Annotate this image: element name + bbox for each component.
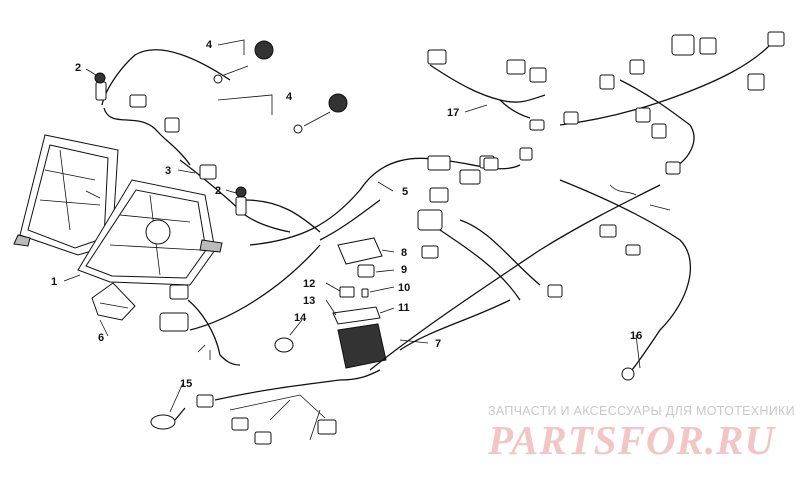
callout-2-lower: 2 [215,185,221,197]
fuse-holder-13 [332,306,381,325]
callout-4-upper: 4 [206,39,213,51]
callout-1: 1 [51,276,57,288]
callout-3: 3 [165,165,171,177]
relay-cover [337,237,383,265]
bulb-socket-2a [95,81,107,101]
connector-block-left [159,312,189,332]
callout-10: 10 [398,282,410,294]
headlight-right [77,179,223,286]
headlight-left [13,134,119,256]
watermark-logo: PARTSFOR.RU [488,417,776,463]
callout-5: 5 [402,186,408,198]
relay-12 [339,286,355,298]
callout-leaders [63,39,641,413]
callout-6: 6 [98,332,104,344]
callout-11: 11 [398,302,410,314]
adjuster-screw-lower [293,93,348,134]
bulb-3 [164,117,180,133]
grommet-15 [274,337,294,353]
fuse-box-11 [337,323,387,369]
watermark-tagline: ЗАПЧАСТИ И АКСЕССУАРЫ ДЛЯ МОТОТЕХНИКИ [488,404,795,418]
callout-15: 15 [180,378,192,390]
callout-labels: 1 2 2 3 4 4 5 6 7 8 9 10 11 12 13 14 15 … [51,39,642,390]
callout-4-lower: 4 [286,91,293,103]
sensor-14 [150,414,176,430]
callout-12: 12 [303,278,315,290]
adjuster-screw-upper [213,40,274,84]
callout-2-upper: 2 [75,62,81,74]
callout-16: 16 [630,330,642,342]
decal [91,282,136,321]
sensor-16 [621,367,635,381]
relay-9 [357,264,375,278]
fuse-10 [361,288,369,298]
callout-7: 7 [435,338,441,350]
callout-17: 17 [447,107,459,119]
bulb-socket-2b [235,196,247,216]
callout-13: 13 [303,295,315,307]
callout-8: 8 [401,247,407,259]
callout-14: 14 [294,312,307,324]
callout-9: 9 [401,264,407,276]
